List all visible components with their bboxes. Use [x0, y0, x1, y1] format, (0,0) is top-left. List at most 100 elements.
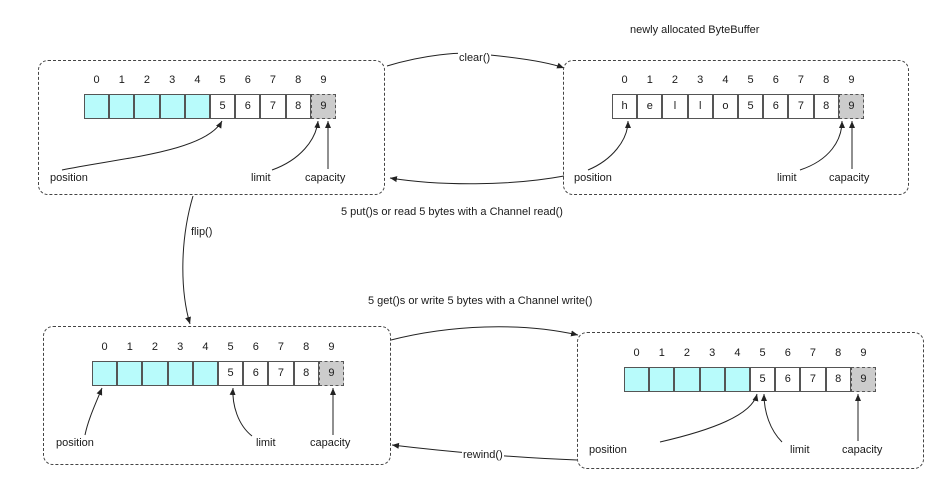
- buffer-cell: o: [712, 94, 738, 119]
- buffer-cell: 5: [218, 361, 244, 386]
- index-number: 0: [101, 341, 108, 353]
- buffer-cell: [109, 94, 135, 119]
- index-number: 8: [823, 74, 830, 86]
- buffer-cell: [184, 94, 210, 119]
- buffer-cell: [159, 94, 185, 119]
- diagram-title: newly allocated ByteBuffer: [629, 24, 761, 37]
- buffer-cell: l: [662, 94, 688, 119]
- flip-arrow: [182, 195, 194, 325]
- buffer-cell: 8: [813, 94, 839, 119]
- buffer-cell: [699, 367, 725, 392]
- buffer-panel-bottom-right: [577, 332, 924, 469]
- buffer-panel-bottom-left: [43, 326, 391, 465]
- buffer-cell: [724, 367, 750, 392]
- buffer-cell: [167, 361, 193, 386]
- rewind-operation-label: rewind(): [462, 449, 504, 462]
- buffer-cell: [192, 361, 218, 386]
- buffer-cell: 6: [243, 361, 269, 386]
- index-number: 4: [722, 74, 729, 86]
- buffer-cell: [92, 361, 118, 386]
- index-number: 2: [143, 74, 151, 86]
- index-number: 1: [118, 74, 125, 86]
- buffer-cell: 8: [825, 367, 851, 392]
- buffer-cell: 6: [775, 367, 801, 392]
- index-number: 5: [747, 74, 754, 86]
- index-number: 5: [759, 347, 766, 359]
- buffer-cell: 5: [210, 94, 236, 119]
- buffer-cell: 9: [838, 94, 864, 119]
- buffer-panel-top-left: [38, 60, 385, 195]
- buffer-cell: [117, 361, 143, 386]
- index-number: 1: [126, 341, 133, 353]
- index-number: 2: [671, 74, 679, 86]
- write-arrow: [390, 326, 579, 341]
- buffer-panel-top-right: [563, 60, 909, 195]
- index-number: 3: [709, 347, 716, 359]
- buffer-cell: [674, 367, 700, 392]
- limit-label-bottom-right: limit: [789, 444, 811, 457]
- buffer-cell: h: [612, 94, 638, 119]
- limit-pointer-top-right: [799, 120, 845, 171]
- buffer-cell: 9: [310, 94, 336, 119]
- buffer-cell: 8: [293, 361, 319, 386]
- index-number: 7: [277, 341, 285, 353]
- buffer-cell: 5: [738, 94, 764, 119]
- index-number: 8: [295, 74, 302, 86]
- index-number: 0: [621, 74, 628, 86]
- index-number: 5: [227, 341, 234, 353]
- index-number: 4: [194, 74, 201, 86]
- flip-operation-label: flip(): [190, 226, 214, 239]
- position-label-top-right: position: [573, 172, 613, 185]
- index-number: 6: [772, 74, 779, 86]
- buffer-cell: [142, 361, 168, 386]
- buffer-cell: e: [637, 94, 663, 119]
- buffer-cell: 5: [750, 367, 776, 392]
- index-number: 9: [320, 74, 327, 86]
- index-number: 6: [252, 341, 259, 353]
- capacity-label-bottom-right: capacity: [841, 444, 884, 457]
- buffer-cell: [84, 94, 110, 119]
- index-number: 1: [646, 74, 653, 86]
- position-label-top-left: position: [49, 172, 89, 185]
- buffer-cell: [624, 367, 650, 392]
- index-number: 2: [683, 347, 691, 359]
- buffer-cell: 9: [318, 361, 344, 386]
- index-number: 3: [177, 341, 184, 353]
- buffer-cell: 7: [800, 367, 826, 392]
- index-number: 9: [848, 74, 855, 86]
- buffer-cell: 8: [285, 94, 311, 119]
- index-number: 7: [797, 74, 805, 86]
- buffer-cell: 6: [763, 94, 789, 119]
- index-number: 7: [269, 74, 277, 86]
- index-number: 9: [328, 341, 335, 353]
- read-arrow: [389, 175, 565, 185]
- buffer-cell: [649, 367, 675, 392]
- index-number: 3: [697, 74, 704, 86]
- position-pointer-bottom-right: [659, 393, 759, 443]
- position-label-bottom-left: position: [55, 437, 95, 450]
- buffer-cell: 7: [260, 94, 286, 119]
- index-number: 4: [734, 347, 741, 359]
- index-number: 7: [809, 347, 817, 359]
- position-label-bottom-right: position: [588, 444, 628, 457]
- index-number: 0: [633, 347, 640, 359]
- buffer-cell: 9: [850, 367, 876, 392]
- get-operation-label: 5 get()s or write 5 bytes with a Channel…: [368, 295, 593, 307]
- limit-pointer-bottom-right: [761, 393, 783, 443]
- buffer-cell: 7: [268, 361, 294, 386]
- buffer-cell: [134, 94, 160, 119]
- buffer-cell: l: [687, 94, 713, 119]
- index-number: 1: [658, 347, 665, 359]
- limit-pointer-bottom-left: [229, 387, 253, 437]
- index-number: 8: [835, 347, 842, 359]
- limit-label-top-left: limit: [250, 172, 272, 185]
- capacity-label-top-right: capacity: [828, 172, 871, 185]
- limit-label-bottom-left: limit: [255, 437, 277, 450]
- index-number: 8: [303, 341, 310, 353]
- position-pointer-bottom-left: [84, 387, 103, 436]
- index-number: 0: [93, 74, 100, 86]
- capacity-label-top-left: capacity: [304, 172, 347, 185]
- index-number: 6: [244, 74, 251, 86]
- buffer-cell: 6: [235, 94, 261, 119]
